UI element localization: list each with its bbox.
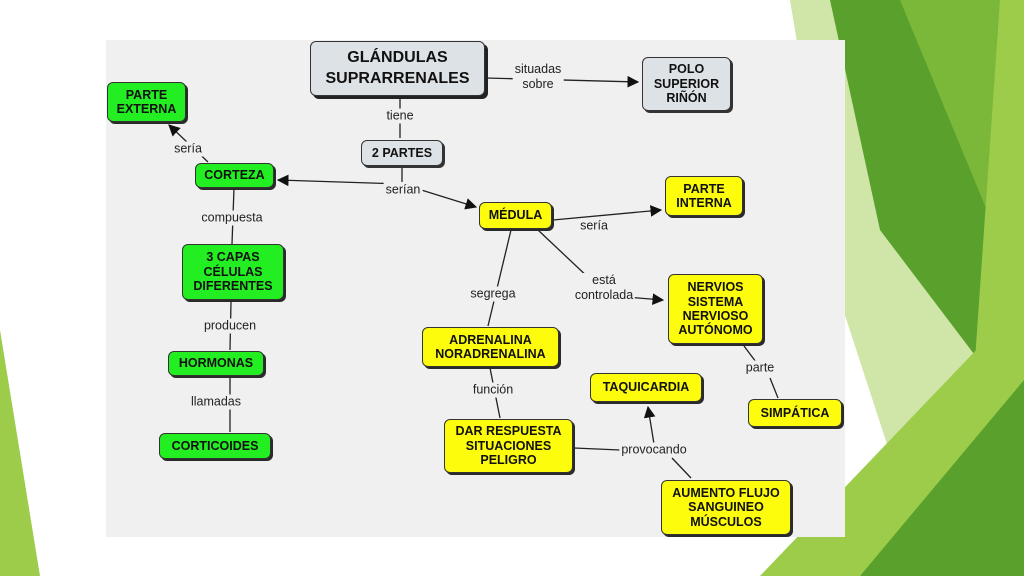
node-2-partes: 2 PARTES: [361, 140, 443, 166]
link-situadas-sobre: situadas sobre: [512, 62, 564, 92]
line-parte-simpatica: [769, 377, 779, 399]
node-polo-superior-rinon: POLO SUPERIOR RIÑÓN: [642, 57, 731, 111]
line-provocando-taquicardia: [643, 405, 656, 445]
link-tiene: tiene: [384, 108, 416, 124]
node-glandulas-suprarrenales: GLÁNDULAS SUPRARRENALES: [310, 41, 485, 96]
link-seria-externa: sería: [172, 141, 204, 157]
line-medula-controlada: [537, 229, 592, 281]
line-medula-adrenalina: [487, 229, 512, 327]
link-serian: serían: [383, 182, 423, 198]
node-simpatica: SIMPÁTICA: [748, 399, 842, 427]
node-corticoides: CORTICOIDES: [159, 433, 271, 459]
link-parte: parte: [743, 360, 777, 376]
line-provocando-aumento: [671, 457, 692, 479]
link-provocando: provocando: [619, 442, 689, 458]
line-respuesta-provocando: [573, 447, 621, 451]
link-producen: producen: [201, 318, 259, 334]
bottom-right-dark-shape: [860, 380, 1024, 576]
node-dar-respuesta-situaciones-peligro: DAR RESPUESTA SITUACIONES PELIGRO: [444, 419, 573, 473]
link-segrega: segrega: [468, 286, 518, 302]
line-medula-interna: [552, 205, 663, 221]
node-hormonas: HORMONAS: [168, 351, 264, 376]
node-3-capas-celulas-diferentes: 3 CAPAS CÉLULAS DIFERENTES: [182, 244, 284, 300]
node-corteza: CORTEZA: [195, 163, 274, 188]
line-nervios-parte: [743, 345, 757, 363]
node-parte-interna: PARTE INTERNA: [665, 176, 743, 216]
left-green-shape: [0, 330, 40, 576]
link-funcion: función: [470, 382, 516, 398]
link-seria-interna: sería: [578, 218, 610, 234]
link-esta-controlada: está controlada: [572, 273, 636, 303]
node-taquicardia: TAQUICARDIA: [590, 373, 702, 402]
link-llamadas: llamadas: [188, 394, 244, 410]
concept-map: GLÁNDULAS SUPRARRENALES POLO SUPERIOR RI…: [106, 40, 845, 537]
node-aumento-flujo-sanguineo-musculos: AUMENTO FLUJO SANGUINEO MÚSCULOS: [661, 480, 791, 535]
node-parte-externa: PARTE EXTERNA: [107, 82, 186, 122]
node-nervios-sistema-nervioso-autonomo: NERVIOS SISTEMA NERVIOSO AUTÓNOMO: [668, 274, 763, 344]
node-adrenalina-noradrenalina: ADRENALINA NORADRENALINA: [422, 327, 559, 367]
node-medula: MÉDULA: [479, 202, 552, 229]
line-serian-corteza: [276, 174, 403, 187]
link-compuesta: compuesta: [199, 210, 265, 226]
